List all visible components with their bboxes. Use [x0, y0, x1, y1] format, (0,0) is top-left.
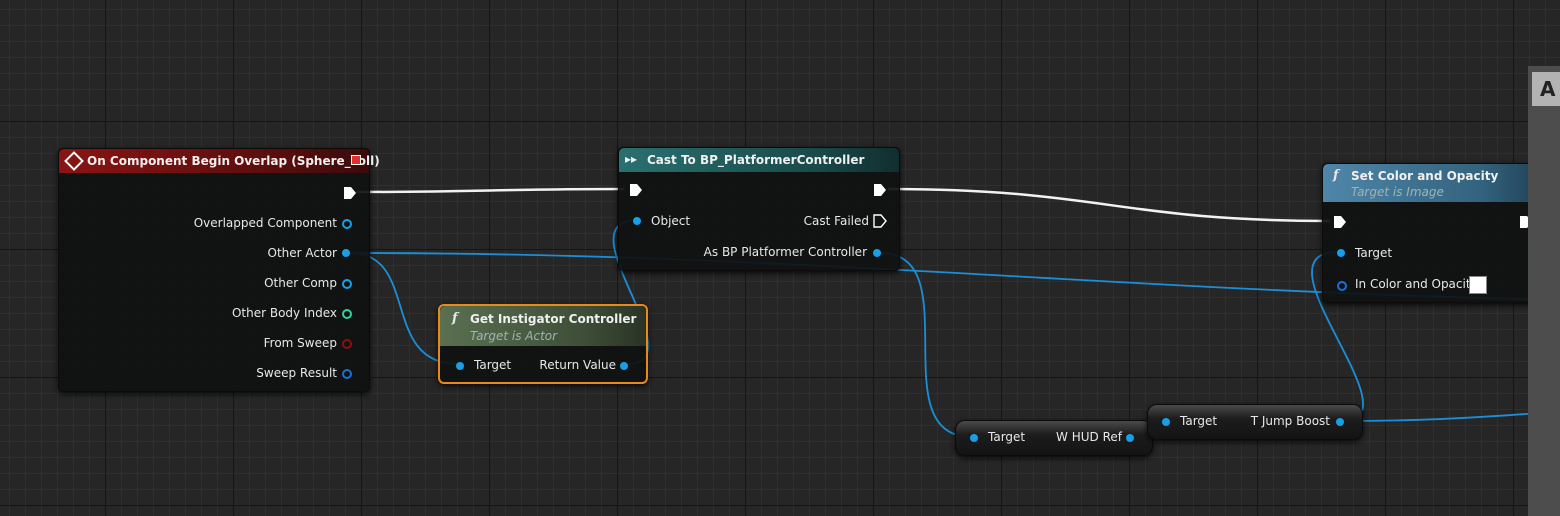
hud-target-pin[interactable]: [970, 434, 978, 442]
instigator-node-subtitle: Target is Actor: [470, 329, 558, 343]
set-color-exec-in-pin[interactable]: [1333, 215, 1347, 229]
hud-target-label: Target: [988, 430, 1026, 444]
pin-label-other-body-index: Other Body Index: [231, 306, 337, 320]
instigator-target-pin[interactable]: [456, 362, 464, 370]
other-body-index-pin[interactable]: [342, 309, 352, 319]
pin-label-from-sweep: From Sweep: [263, 336, 337, 350]
function-icon: f: [452, 311, 458, 326]
w-hud-ref-label: W HUD Ref: [1056, 430, 1122, 444]
event-header: On Component Begin Overlap (Sphere_coll): [59, 149, 380, 173]
instigator-node-title: Get Instigator Controller: [470, 312, 637, 326]
get-instigator-controller-node[interactable]: f Get Instigator Controller Target is Ac…: [438, 304, 648, 384]
event-diamond-icon: [64, 151, 84, 171]
cast-exec-in-pin[interactable]: [629, 183, 643, 197]
as-bp-platformer-controller-pin[interactable]: [873, 249, 881, 257]
cast-node-title: Cast To BP_PlatformerController: [647, 153, 865, 167]
instigator-target-label: Target: [474, 358, 512, 372]
cast-failed-pin[interactable]: [873, 214, 887, 228]
set-color-function-icon: f: [1333, 168, 1339, 183]
set-color-and-opacity-node[interactable]: f Set Color and Opacity Target is Image …: [1322, 163, 1548, 303]
cast-exec-out-pin[interactable]: [873, 183, 887, 197]
on-component-begin-overlap-node[interactable]: On Component Begin Overlap (Sphere_coll)…: [58, 148, 380, 392]
color-swatch[interactable]: [1469, 276, 1487, 294]
jump-boost-target-pin[interactable]: [1162, 418, 1170, 426]
exec-wire-cast-to-setcolor: [887, 187, 1331, 223]
pin-label-other-comp: Other Comp: [264, 276, 337, 290]
object-pin[interactable]: [633, 217, 641, 225]
other-comp-pin[interactable]: [342, 279, 352, 289]
set-color-target-pin[interactable]: [1337, 249, 1345, 257]
pin-label-overlapped-component: Overlapped Component: [193, 216, 337, 230]
t-jump-boost-pin[interactable]: [1336, 418, 1344, 426]
offscreen-node-tab[interactable]: A: [1532, 72, 1560, 106]
cast-failed-label: Cast Failed: [803, 214, 869, 228]
w-hud-ref-pin[interactable]: [1126, 434, 1134, 442]
cast-to-bp-platformer-controller-node[interactable]: ▸▸ Cast To BP_PlatformerController Objec…: [618, 147, 900, 271]
set-color-node-title: Set Color and Opacity: [1351, 169, 1499, 183]
wire-otheractor-to-target: [349, 252, 459, 365]
offscreen-node-panel: [1528, 66, 1560, 516]
in-color-and-opacity-pin[interactable]: [1337, 281, 1347, 291]
cast-arrow-icon: ▸▸: [625, 152, 638, 166]
exec-out-pin[interactable]: [343, 186, 357, 200]
overlapped-component-pin[interactable]: [342, 219, 352, 229]
return-value-pin[interactable]: [620, 362, 628, 370]
event-delegate-icon[interactable]: [351, 155, 361, 165]
exec-wire-overlap-to-cast: [355, 187, 625, 194]
other-actor-pin[interactable]: [342, 249, 350, 257]
t-jump-boost-label: T Jump Boost: [1250, 414, 1330, 428]
cast-header: ▸▸ Cast To BP_PlatformerController: [619, 148, 899, 172]
in-color-and-opacity-label: In Color and Opacity: [1355, 277, 1478, 291]
pin-label-sweep-result: Sweep Result: [256, 366, 337, 380]
set-color-target-label: Target: [1355, 246, 1393, 260]
w-hud-ref-getter-node[interactable]: Target W HUD Ref: [955, 420, 1153, 456]
sweep-result-pin[interactable]: [342, 369, 352, 379]
set-color-header: f Set Color and Opacity Target is Image: [1323, 164, 1547, 202]
from-sweep-pin[interactable]: [342, 339, 352, 349]
return-value-label: Return Value: [539, 358, 616, 372]
pin-label-other-actor: Other Actor: [267, 246, 337, 260]
jump-boost-target-label: Target: [1180, 414, 1218, 428]
wire-as-to-hudtarget: [879, 252, 973, 438]
as-bp-platformer-controller-label: As BP Platformer Controller: [703, 245, 867, 259]
instigator-header: f Get Instigator Controller Target is Ac…: [440, 306, 646, 346]
set-color-node-subtitle: Target is Image: [1351, 185, 1444, 199]
t-jump-boost-getter-node[interactable]: Target T Jump Boost: [1147, 404, 1363, 440]
event-node-title: On Component Begin Overlap (Sphere_coll): [87, 154, 380, 168]
object-label: Object: [651, 214, 691, 228]
